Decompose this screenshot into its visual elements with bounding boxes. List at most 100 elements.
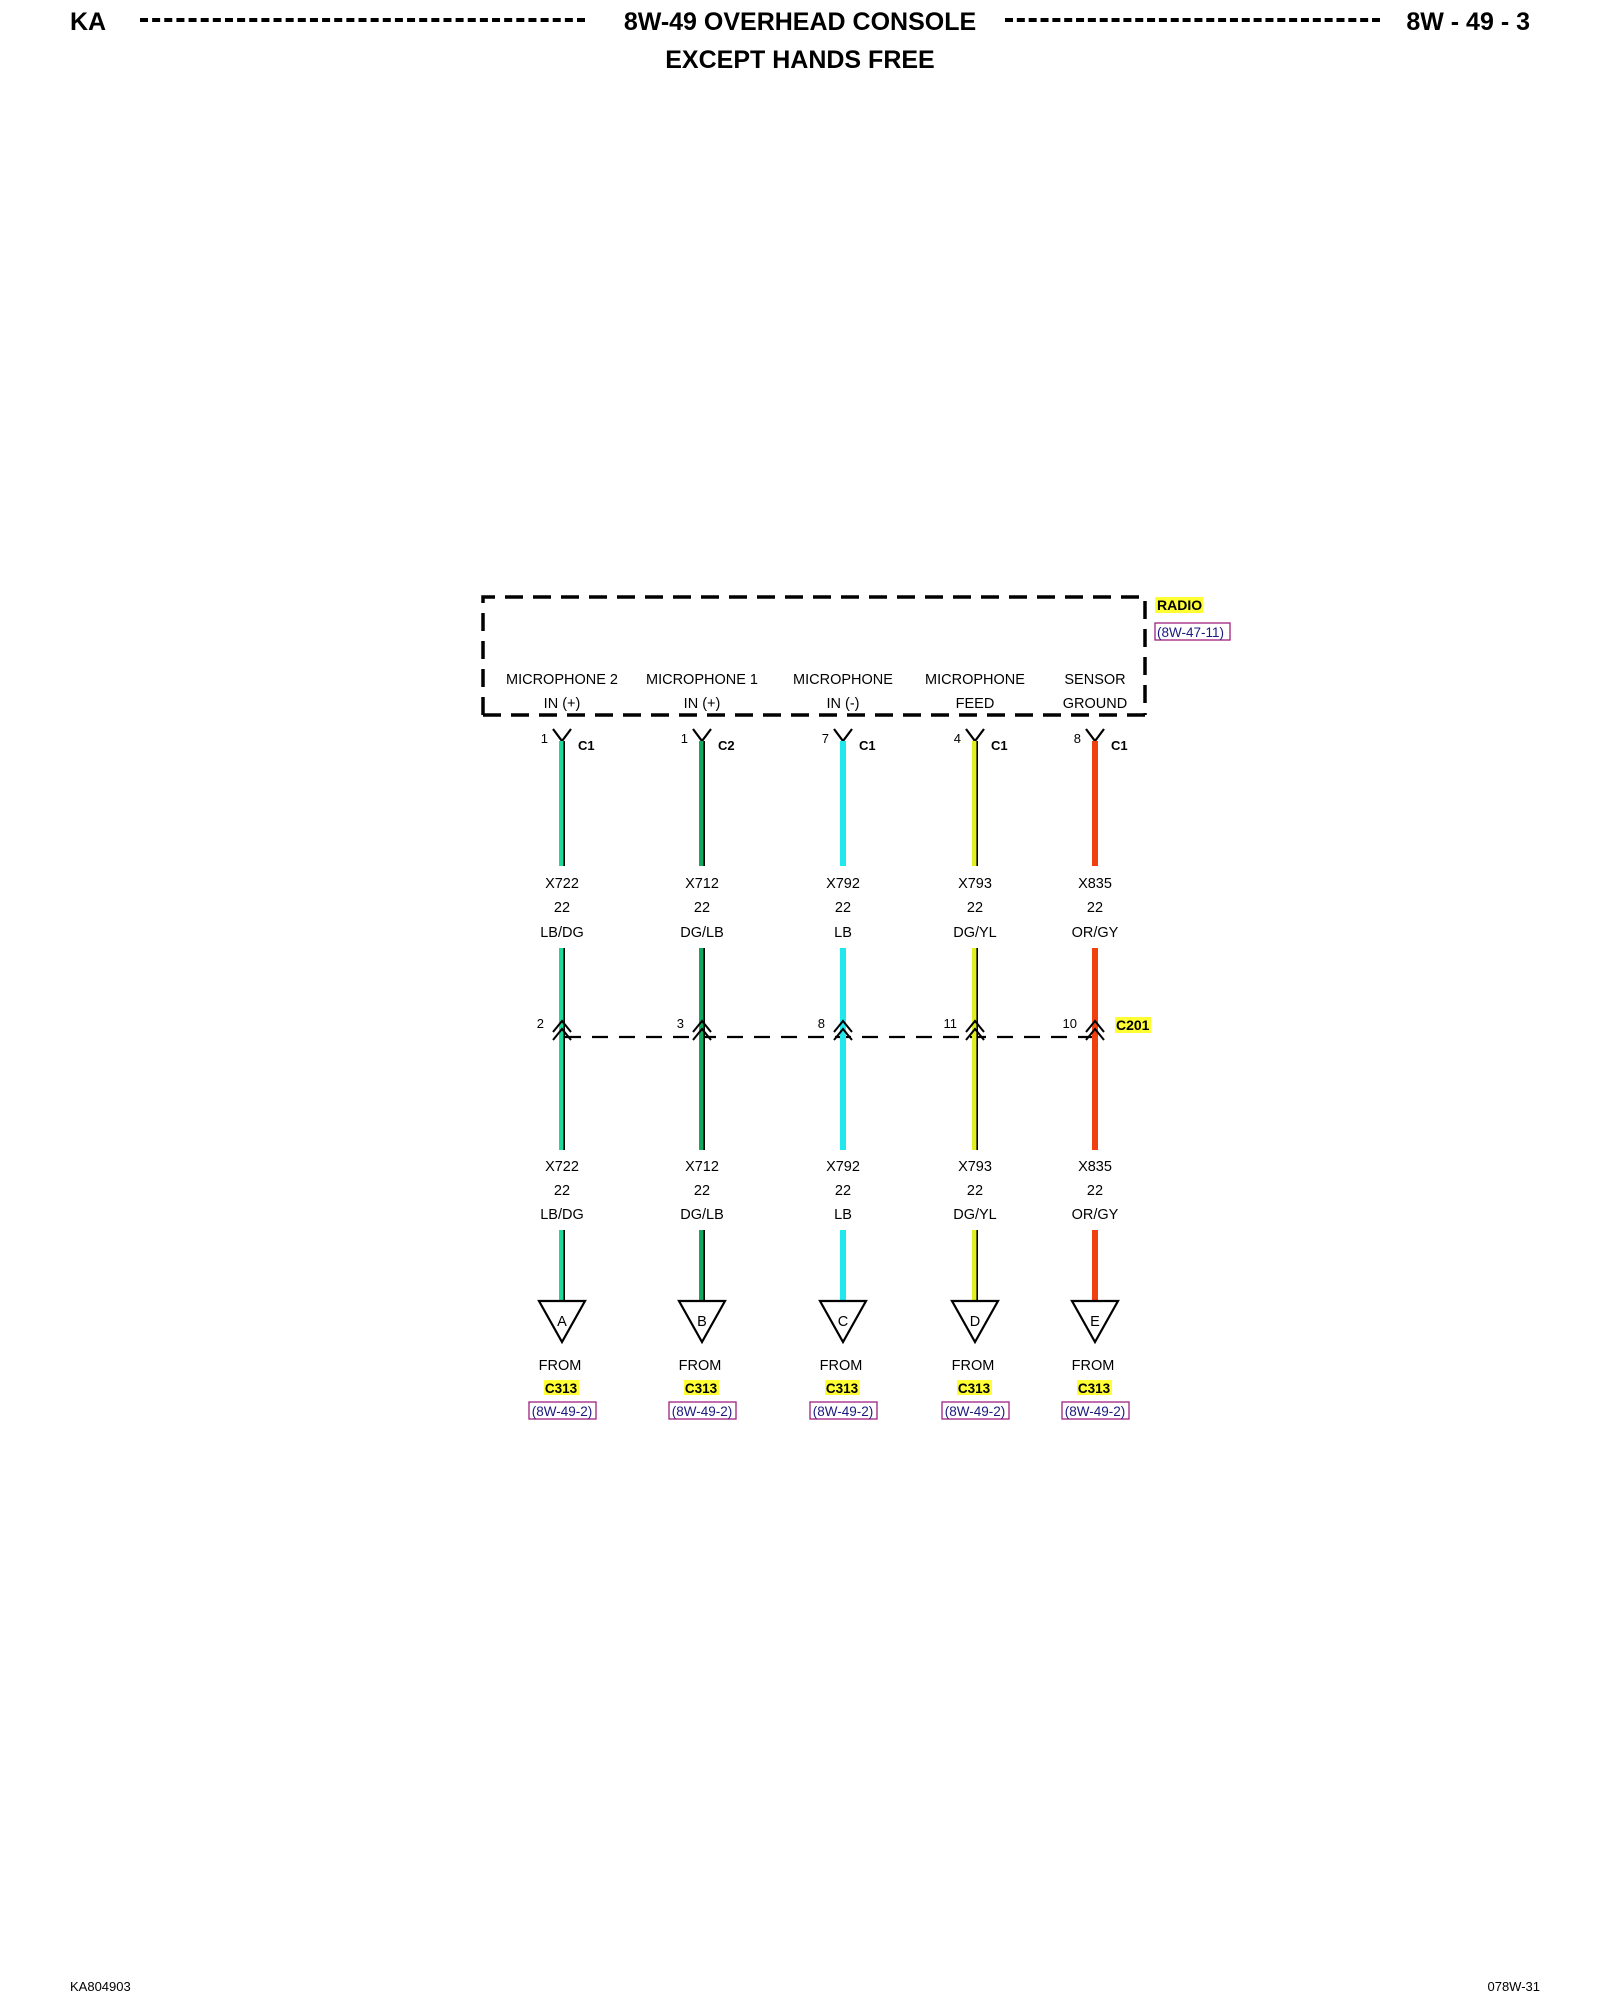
- circuit-4-from-label: FROM: [952, 1358, 995, 1374]
- footer-figure-code: 078W-31: [1487, 1979, 1540, 1994]
- circuit-4-wire-id-lower: X793: [958, 1159, 992, 1175]
- circuit-5-wire-color-code: OR/GY: [1072, 925, 1119, 941]
- circuit-1-wire-color-code: LB/DG: [540, 925, 584, 941]
- page-title: 8W-49 OVERHEAD CONSOLE: [623, 8, 977, 36]
- circuit-3-offpage-arrow: [818, 1299, 868, 1345]
- c201-label-highlight: [1115, 1017, 1151, 1033]
- circuit-2-c201-terminal: [692, 1019, 712, 1041]
- circuit-3-function-label-2: IN (-): [826, 696, 859, 712]
- c201-label: C201: [1116, 1017, 1150, 1033]
- circuit-1-function-label: MICROPHONE 2: [506, 672, 618, 688]
- circuit-4-wire-gauge-lower: 22: [967, 1183, 983, 1199]
- circuit-1-c201-terminal: [552, 1019, 572, 1041]
- circuit-4-offpage-letter: D: [970, 1314, 980, 1330]
- circuit-5-from-conn-highlight: [1077, 1380, 1112, 1395]
- circuit-3-wire-color-code: LB: [834, 925, 852, 941]
- circuit-4-offpage-arrow: [950, 1299, 1000, 1345]
- circuit-2-top-connector-terminal: [692, 728, 712, 743]
- circuit-5-offpage-arrow: [1070, 1299, 1120, 1345]
- circuit-3-c201-pin-number: 8: [818, 1016, 825, 1031]
- circuit-5-wire-id-lower: X835: [1078, 1159, 1112, 1175]
- circuit-2-from-connector-id: C313: [685, 1381, 718, 1396]
- circuit-4-from-connector-id: C313: [958, 1381, 991, 1396]
- circuit-5-c201-pin-number: 10: [1063, 1016, 1077, 1031]
- circuit-4-wire-id: X793: [958, 876, 992, 892]
- circuit-1-c201-pin-number: 2: [537, 1016, 544, 1031]
- circuit-3-from-connector-id: C313: [826, 1381, 859, 1396]
- circuit-4-from-ref-link[interactable]: (8W-49-2): [945, 1404, 1006, 1419]
- circuit-2-from-label: FROM: [679, 1358, 722, 1374]
- circuit-2-offpage-letter: B: [697, 1314, 707, 1330]
- radio-ref-link[interactable]: (8W-47-11): [1157, 625, 1224, 640]
- circuit-5-from-ref-box: [1061, 1401, 1130, 1420]
- circuit-5-from-label: FROM: [1072, 1358, 1115, 1374]
- circuit-3-from-ref-box: [809, 1401, 878, 1420]
- header-dash-left: [140, 18, 585, 22]
- circuit-1-from-label: FROM: [539, 1358, 582, 1374]
- circuit-5-top-connector-terminal: [1085, 728, 1105, 743]
- circuit-1-top-connector-id: C1: [578, 738, 595, 753]
- circuit-4-wire-color-code-lower: DG/YL: [953, 1207, 997, 1223]
- circuit-2-function-label: MICROPHONE 1: [646, 672, 758, 688]
- circuit-1-wire-gauge-lower: 22: [554, 1183, 570, 1199]
- radio-label-highlight: [1155, 597, 1203, 613]
- circuit-2-function-label-2: IN (+): [684, 696, 721, 712]
- footer-doc-code: KA804903: [70, 1979, 131, 1994]
- circuit-5-function-label-2: GROUND: [1063, 696, 1127, 712]
- circuit-3-wire-color-code-lower: LB: [834, 1207, 852, 1223]
- circuit-5-wire-gauge: 22: [1087, 900, 1103, 916]
- circuit-3-top-pin-number: 7: [822, 731, 829, 746]
- circuit-1-wire-id-lower: X722: [545, 1159, 579, 1175]
- circuit-1-wire-id: X722: [545, 876, 579, 892]
- circuit-2-wire-gauge: 22: [694, 900, 710, 916]
- circuit-5-wire-id: X835: [1078, 876, 1112, 892]
- circuit-4-top-connector-terminal: [965, 728, 985, 743]
- circuit-3-function-label: MICROPHONE: [793, 672, 893, 688]
- circuit-1-wire-gauge: 22: [554, 900, 570, 916]
- circuit-5-wire-gauge-lower: 22: [1087, 1183, 1103, 1199]
- circuit-2-offpage-arrow: [677, 1299, 727, 1345]
- circuit-2-from-ref-link[interactable]: (8W-49-2): [672, 1404, 733, 1419]
- circuit-1-from-conn-highlight: [544, 1380, 579, 1395]
- circuit-2-wire-color-code-lower: DG/LB: [680, 1207, 724, 1223]
- circuit-3-wire-id: X792: [826, 876, 860, 892]
- page-subtitle: EXCEPT HANDS FREE: [665, 46, 935, 74]
- circuit-2-wire-gauge-lower: 22: [694, 1183, 710, 1199]
- circuit-5-from-ref-link[interactable]: (8W-49-2): [1065, 1404, 1126, 1419]
- circuit-3-top-connector-id: C1: [859, 738, 876, 753]
- circuit-4-wire-color-code: DG/YL: [953, 925, 997, 941]
- circuit-2-from-conn-highlight: [684, 1380, 719, 1395]
- circuit-4-top-connector-id: C1: [991, 738, 1008, 753]
- circuit-2-from-ref-box: [668, 1401, 737, 1420]
- circuit-1-offpage-letter: A: [557, 1314, 567, 1330]
- circuit-1-function-label-2: IN (+): [544, 696, 581, 712]
- circuit-4-from-ref-box: [941, 1401, 1010, 1420]
- circuit-1-wire-color-code-lower: LB/DG: [540, 1207, 584, 1223]
- circuit-5-c201-terminal: [1085, 1019, 1105, 1041]
- circuit-1-from-ref-box: [528, 1401, 597, 1420]
- circuit-4-c201-pin-number: 11: [944, 1016, 958, 1031]
- header-model-code: KA: [70, 8, 107, 36]
- circuit-2-top-pin-number: 1: [681, 731, 688, 746]
- circuit-2-c201-pin-number: 3: [677, 1016, 684, 1031]
- circuit-2-wire-color-code: DG/LB: [680, 925, 724, 941]
- circuit-2-top-connector-id: C2: [718, 738, 735, 753]
- circuit-3-wire-gauge: 22: [835, 900, 851, 916]
- radio-module-outline: [481, 595, 1147, 715]
- radio-ref-box: [1154, 622, 1231, 641]
- circuit-3-wire-gauge-lower: 22: [835, 1183, 851, 1199]
- circuit-3-wire-id-lower: X792: [826, 1159, 860, 1175]
- circuit-1-from-ref-link[interactable]: (8W-49-2): [532, 1404, 593, 1419]
- circuit-4-c201-terminal: [965, 1019, 985, 1041]
- circuit-3-from-ref-link[interactable]: (8W-49-2): [813, 1404, 874, 1419]
- circuit-5-top-connector-id: C1: [1111, 738, 1128, 753]
- circuit-5-offpage-letter: E: [1090, 1314, 1100, 1330]
- header-dash-right: [1005, 18, 1380, 22]
- circuit-3-from-label: FROM: [820, 1358, 863, 1374]
- circuit-3-top-connector-terminal: [833, 728, 853, 743]
- circuit-2-wire-id: X712: [685, 876, 719, 892]
- circuit-1-top-connector-terminal: [552, 728, 572, 743]
- page-number: 8W - 49 - 3: [1406, 8, 1530, 36]
